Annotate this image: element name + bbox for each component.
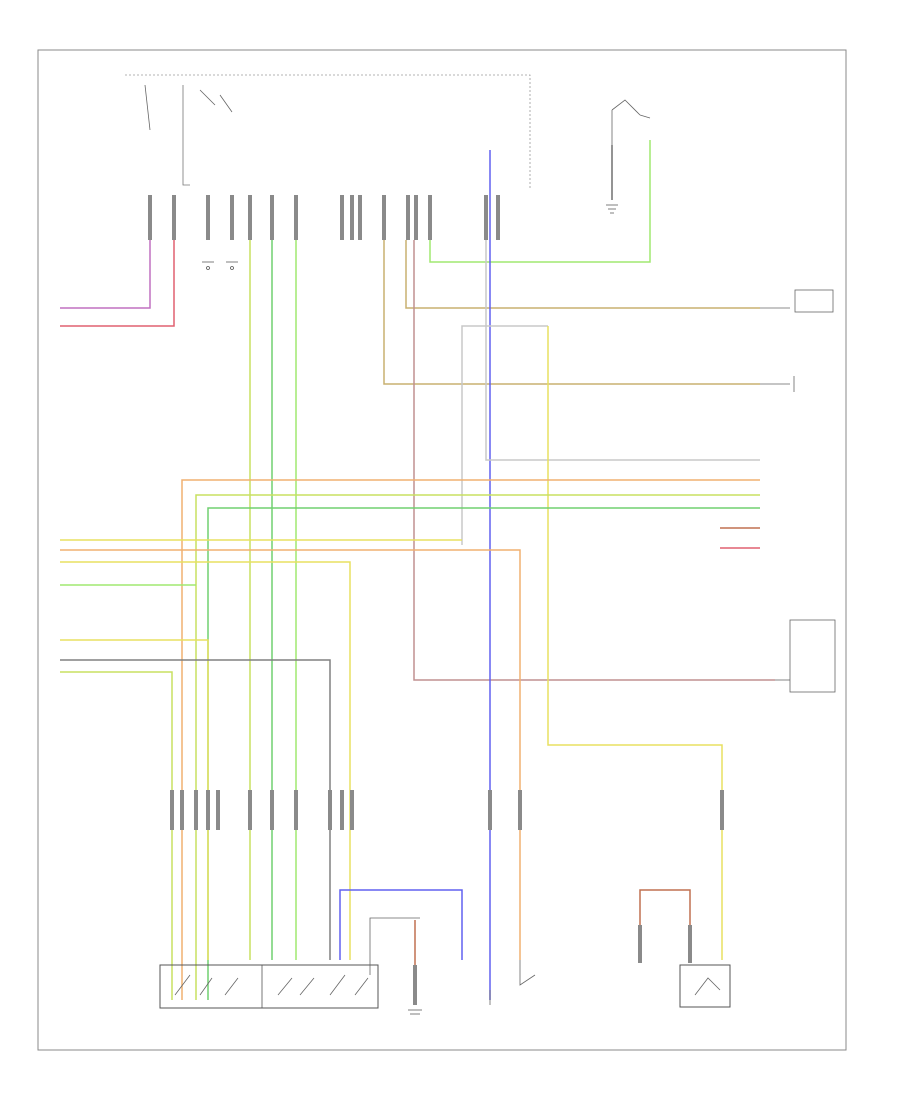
bottom-mid-connector-pins [170, 790, 724, 830]
top-connector-pins [148, 195, 500, 240]
bottom-center-switch [489, 960, 536, 1005]
right-connector-a [760, 289, 834, 313]
bottom-mid-connector [369, 917, 422, 1015]
right-module [775, 619, 836, 693]
top-module-switch-a [144, 84, 233, 131]
bottom-right-switch [638, 925, 731, 1008]
diagram-frame [37, 49, 847, 1051]
wires [60, 150, 775, 1000]
top-module-inner [182, 85, 190, 186]
right-connector-b [760, 376, 795, 392]
ground-symbols-top [202, 261, 238, 270]
top-module-boundary [125, 74, 531, 190]
bottom-left-switch-block [159, 964, 379, 1009]
top-right-switch [606, 99, 651, 214]
